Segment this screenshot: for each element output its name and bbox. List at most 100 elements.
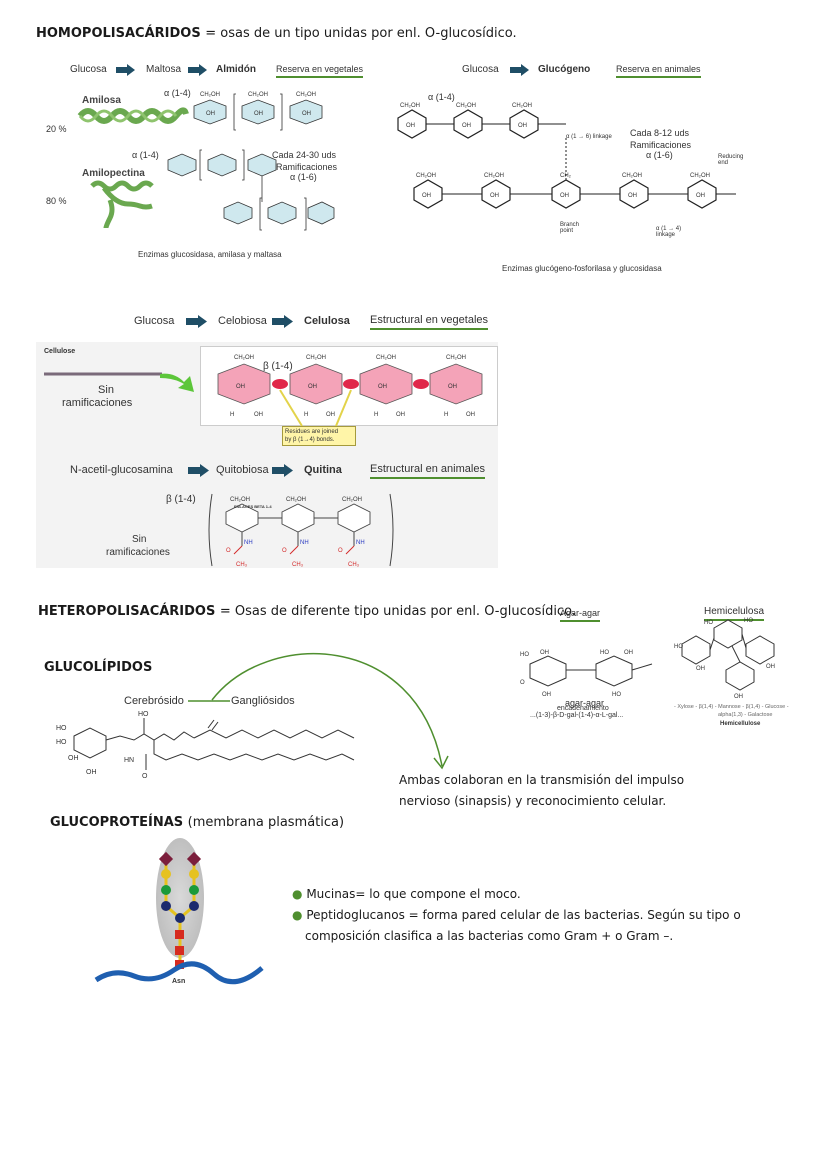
svg-text:OH: OH — [308, 384, 317, 390]
svg-text:O: O — [226, 548, 231, 554]
svg-text:CH₃: CH₃ — [236, 562, 248, 568]
hetero-description: = Osas de diferente tipo unidas por enl.… — [219, 604, 576, 619]
glucogeno-enzimas: Enzimas glucógeno-fosforilasa y glucosid… — [502, 264, 662, 273]
almidon-label: Almidón — [216, 64, 256, 75]
svg-text:HO: HO — [600, 650, 609, 656]
svg-text:HO: HO — [520, 652, 529, 658]
glucogeno-linkage14: α (1 → 4) linkage — [656, 226, 682, 238]
svg-text:OH: OH — [254, 412, 263, 418]
arrow-icon — [510, 64, 529, 76]
glucolipidos-note-line2: nervioso (sinapsis) y reconocimiento cel… — [399, 794, 667, 808]
svg-text:OH: OH — [396, 412, 405, 418]
glucogeno-linkage16: α (1 → 6) linkage — [566, 134, 612, 140]
svg-text:NH: NH — [356, 540, 365, 546]
svg-text:HO: HO — [612, 692, 621, 698]
svg-text:OH: OH — [542, 692, 551, 698]
celulosa-label: Celulosa — [304, 315, 350, 327]
svg-text:OH: OH — [206, 111, 215, 117]
celobiosa-label: Celobiosa — [218, 315, 267, 327]
cellulose-label: Cellulose — [44, 348, 76, 355]
hemicelulosa-formula: - Xylose - β(1,4) - Mannose - β(1,4) - G… — [674, 704, 789, 710]
glucogeno-ramif3: α (1-6) — [646, 150, 673, 160]
svg-text:CH₂OH: CH₂OH — [234, 355, 254, 361]
svg-text:OH: OH — [490, 193, 499, 199]
glucogeno-branch: Branch point — [560, 222, 580, 234]
celulosa-sin: Sin — [98, 384, 114, 396]
svg-text:CH₂OH: CH₂OH — [248, 92, 268, 98]
svg-text:OH: OH — [236, 384, 245, 390]
quitina-bond: β (1-4) — [166, 494, 196, 505]
asn-label: Asn — [172, 978, 186, 985]
svg-text:OH: OH — [254, 111, 263, 117]
hemicelulosa-name: Hemicellulose — [720, 721, 761, 727]
amilosa-percent: 20 % — [46, 124, 67, 134]
svg-text:CH₃: CH₃ — [292, 562, 304, 568]
cellulose-fiber — [44, 372, 194, 392]
amilopectina-bond: α (1-4) — [132, 150, 159, 160]
svg-text:O: O — [282, 548, 287, 554]
almidon-chain: Glucosa — [70, 64, 107, 75]
svg-text:OH: OH — [86, 769, 97, 776]
svg-text:OH: OH — [696, 666, 705, 672]
amilopectina-ramif3: α (1-6) — [290, 172, 317, 182]
svg-text:HO: HO — [56, 725, 67, 732]
svg-text:O: O — [142, 773, 148, 780]
quitina-sin: Sin — [132, 534, 147, 545]
cellulose-note-line2: by β (1→4) bonds. — [285, 437, 335, 443]
svg-text:OH: OH — [518, 123, 527, 129]
hetero-title: HETEROPOLISACÁRIDOS = Osas de diferente … — [38, 604, 576, 619]
svg-text:OH: OH — [466, 412, 475, 418]
quitina-nag: N-acetil-glucosamina — [70, 464, 173, 476]
maltosa-label: Maltosa — [146, 64, 182, 75]
arrow-icon — [116, 64, 135, 76]
svg-text:NH: NH — [244, 540, 253, 546]
svg-text:CH₂OH: CH₂OH — [306, 355, 326, 361]
homo-description: = osas de un tipo unidas por enl. O-gluc… — [205, 26, 517, 41]
svg-text:OH: OH — [766, 664, 775, 670]
svg-text:CH₂OH: CH₂OH — [342, 497, 362, 503]
svg-text:OH: OH — [696, 193, 705, 199]
svg-text:ENLACES BETA 1-4: ENLACES BETA 1-4 — [234, 504, 272, 509]
svg-text:HN: HN — [124, 757, 134, 764]
arrow-icon — [188, 64, 207, 76]
svg-text:CH₂OH: CH₂OH — [400, 103, 420, 109]
svg-text:H: H — [444, 412, 448, 418]
glycoprotein-diagram — [94, 838, 264, 985]
arrow-icon — [272, 315, 293, 328]
svg-text:OH: OH — [422, 193, 431, 199]
bullet-peptidoglucanos-cont: composición clasifica a las bacterias co… — [305, 929, 674, 943]
svg-text:CH₂OH: CH₂OH — [446, 355, 466, 361]
arrow-icon — [186, 315, 207, 328]
glucoproteinas-subtitle: (membrana plasmática) — [187, 815, 345, 830]
svg-text:CH₂OH: CH₂OH — [200, 92, 220, 98]
svg-text:HO: HO — [56, 739, 67, 746]
glucogeno-bond: α (1-4) — [428, 92, 455, 102]
amilosa-helix — [77, 107, 189, 124]
svg-text:CH₂OH: CH₂OH — [622, 173, 642, 179]
svg-text:CH₂OH: CH₂OH — [512, 103, 532, 109]
svg-text:HO: HO — [138, 711, 149, 718]
svg-text:CH₂OH: CH₂OH — [416, 173, 436, 179]
glucogeno-reducing: Reducing end — [718, 154, 744, 166]
svg-text:H: H — [304, 412, 308, 418]
celulosa-glucosa: Glucosa — [134, 315, 175, 327]
glucolipid-arrow — [188, 653, 449, 770]
glucogeno-tag: Reserva en animales — [616, 64, 701, 78]
amilopectina-structure — [167, 149, 335, 231]
hemicelulosa-formula2: alpha(1,3) - Galactose — [718, 712, 773, 718]
glucogeno-ramif: Cada 8-12 uds — [630, 128, 690, 138]
glucoproteinas-bullets: ● Mucinas= lo que compone el moco. ● Pep… — [292, 884, 741, 947]
celulosa-bond: β (1-4) — [263, 361, 293, 372]
amilopectina-percent: 80 % — [46, 196, 67, 206]
svg-text:OH: OH — [68, 755, 79, 762]
agar-formula: ...(1-3)-β-D-gal-(1-4)-α-L-gal... — [530, 712, 624, 719]
svg-text:OH: OH — [326, 412, 335, 418]
svg-text:O: O — [338, 548, 343, 554]
glucolipidos-note-line1: Ambas colaboran en la transmisión del im… — [399, 773, 685, 787]
svg-text:CH₂OH: CH₂OH — [690, 173, 710, 179]
glucogeno-ramif2: Ramificaciones — [630, 140, 692, 150]
